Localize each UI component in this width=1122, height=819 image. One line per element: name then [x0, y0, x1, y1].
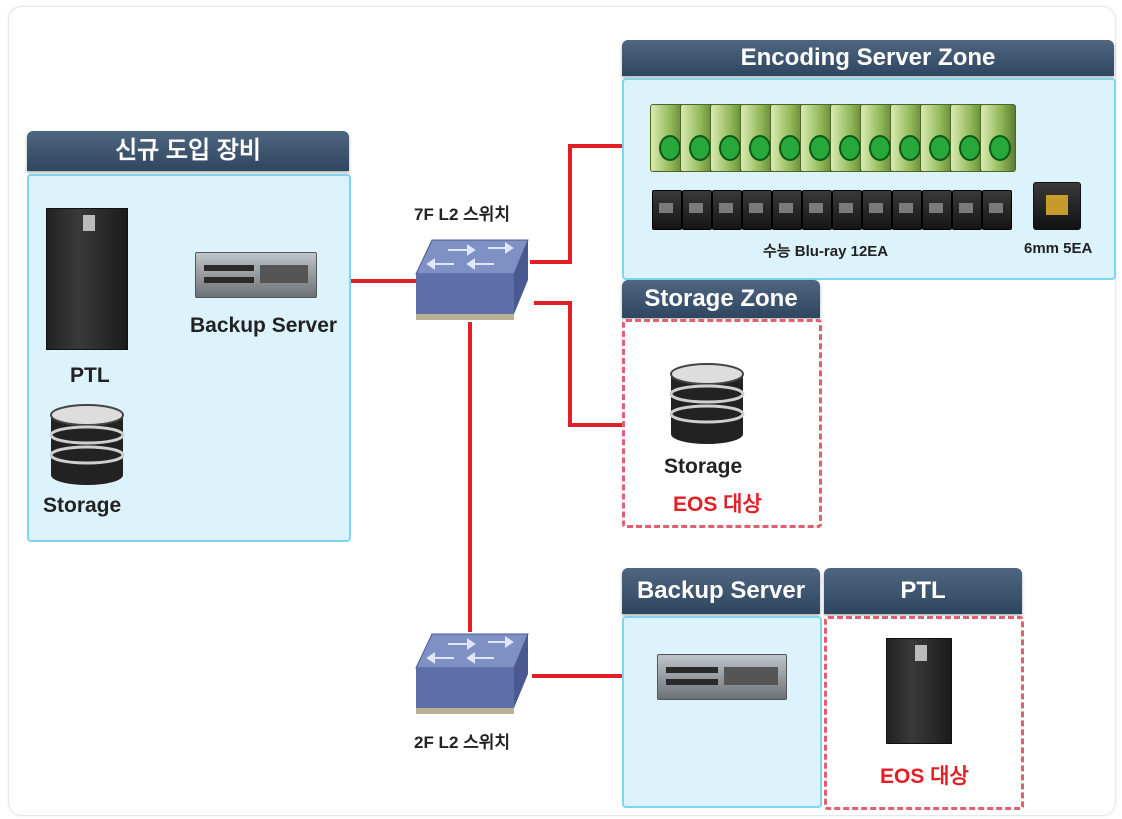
link-7f-to-encoding — [530, 144, 655, 264]
bluray-unit-icon — [802, 190, 832, 230]
ptl-rack-icon — [46, 208, 128, 350]
backup-server-icon — [195, 252, 317, 298]
left-storage-label: Storage — [43, 494, 122, 517]
header-ptl: PTL — [824, 568, 1022, 614]
bluray-unit-icon — [772, 190, 802, 230]
storage-icon — [49, 404, 125, 485]
switch-2f-label: 2F L2 스위치 — [414, 733, 511, 752]
tape-label: 6mm 5EA — [1024, 240, 1093, 257]
storage-eos-label: EOS 대상 — [673, 493, 762, 516]
ptl-label: PTL — [70, 364, 110, 387]
header-storage-zone: Storage Zone — [622, 280, 820, 318]
bluray-unit-icon — [712, 190, 742, 230]
encoding-server-icon — [890, 104, 926, 172]
bluray-unit-icon — [742, 190, 772, 230]
bluray-unit-icon — [652, 190, 682, 230]
backup-server-2f-icon — [657, 654, 787, 700]
bluray-unit-icon — [892, 190, 922, 230]
bluray-unit-icon — [922, 190, 952, 230]
encoding-server-icon — [980, 104, 1016, 172]
switch-2f-icon — [415, 633, 529, 714]
bluray-label: 수능 Blu-ray 12EA — [763, 243, 889, 260]
header-backup-server: Backup Server — [622, 568, 820, 614]
bluray-unit-icon — [682, 190, 712, 230]
header-new-equipment: 신규 도입 장비 — [27, 131, 349, 171]
tape-device-icon — [1033, 182, 1081, 230]
bluray-unit-icon — [832, 190, 862, 230]
bluray-unit-icon — [862, 190, 892, 230]
zone-backup-server — [622, 616, 822, 808]
bluray-unit-icon — [952, 190, 982, 230]
backup-server-label: Backup Server — [190, 314, 338, 337]
switch-7f-label: 7F L2 스위치 — [414, 205, 511, 224]
storage-zone-label: Storage — [664, 455, 743, 478]
link-7f-to-storage — [534, 301, 625, 427]
ptl-eos-label: EOS 대상 — [880, 765, 969, 788]
bluray-unit-icon — [982, 190, 1012, 230]
switch-7f-icon — [415, 239, 529, 320]
ptl-zone-rack-icon — [886, 638, 952, 744]
storage-zone-icon — [669, 363, 745, 444]
header-encoding-zone: Encoding Server Zone — [622, 40, 1114, 76]
